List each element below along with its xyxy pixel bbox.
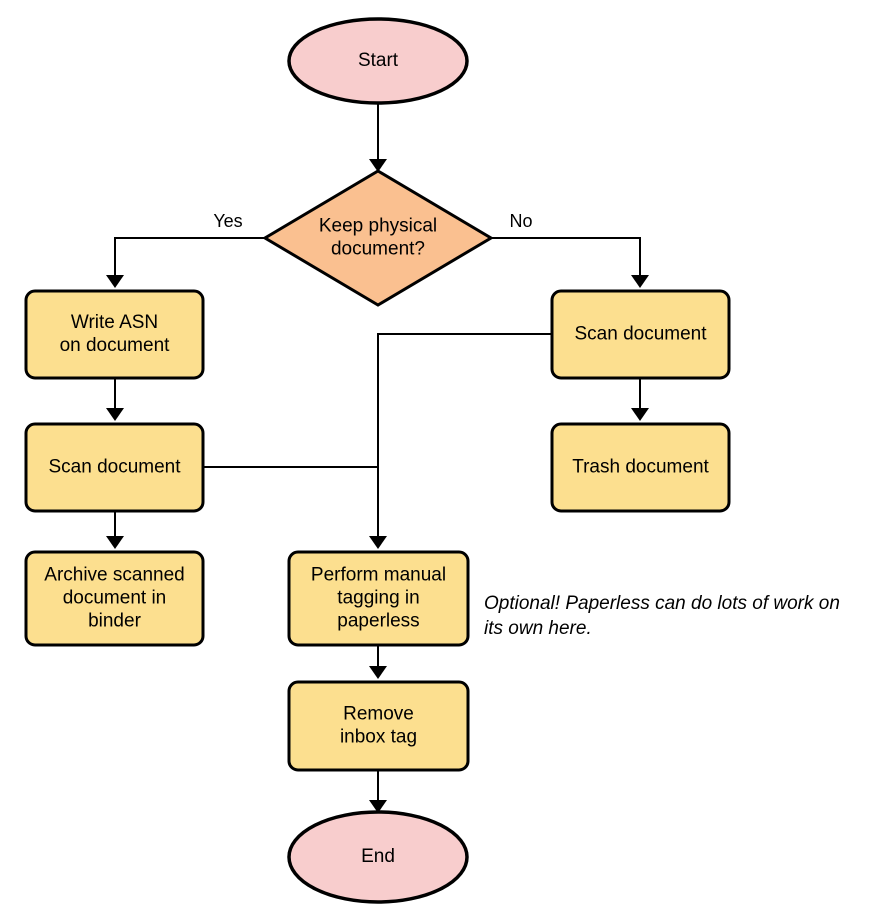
edge-remove-inbox-to-end <box>369 770 387 813</box>
decision-shape <box>262 169 494 307</box>
process-shape <box>24 289 205 380</box>
process-shape <box>550 289 731 380</box>
edge-line <box>114 237 265 283</box>
node-end[interactable]: End <box>287 810 469 904</box>
edge-scan-right-to-manual-tagging <box>369 333 552 549</box>
node-scan-right[interactable]: Scan document <box>550 289 731 380</box>
node-start[interactable]: Start <box>287 17 469 105</box>
arrowhead-icon <box>369 536 387 549</box>
node-label: Keep physical <box>319 216 437 237</box>
arrowhead-icon <box>631 275 649 288</box>
arrowhead-icon <box>369 666 387 679</box>
edge-decision-yes-to-write-asn: Yes <box>106 211 265 288</box>
process-shape <box>287 550 470 647</box>
terminator-shape <box>287 17 469 105</box>
annotation-optional-note: Optional! Paperless can do lots of work … <box>484 593 840 639</box>
annotations-layer: Optional! Paperless can do lots of work … <box>484 593 840 639</box>
node-label: tagging in <box>337 588 419 609</box>
edges-layer: Yes No <box>106 103 649 813</box>
process-shape <box>24 422 205 513</box>
arrowhead-icon <box>369 159 387 172</box>
node-label: Perform manual <box>311 565 446 586</box>
arrowhead-icon <box>631 408 649 421</box>
node-label: document? <box>331 239 425 260</box>
process-shape <box>550 422 731 513</box>
arrowhead-icon <box>106 275 124 288</box>
node-label: Scan document <box>48 457 181 478</box>
node-label: Archive scanned <box>44 565 184 586</box>
process-shape <box>24 550 205 647</box>
edge-decision-no-to-scan-right: No <box>491 211 649 288</box>
node-label: on document <box>60 335 171 356</box>
edge-start-to-decision <box>369 103 387 172</box>
terminator-shape <box>287 810 469 904</box>
annotation-line: Optional! Paperless can do lots of work … <box>484 593 840 614</box>
annotation-line: its own here. <box>484 618 592 639</box>
edge-line <box>377 333 552 544</box>
node-label: document in <box>63 588 167 609</box>
arrowhead-icon <box>369 800 387 813</box>
arrowhead-icon <box>106 408 124 421</box>
node-label: Start <box>358 50 399 71</box>
node-label: End <box>361 846 395 867</box>
edge-line <box>491 237 641 283</box>
node-label: inbox tag <box>340 727 417 748</box>
node-label: Scan document <box>574 324 707 345</box>
node-label: binder <box>88 611 141 632</box>
node-label: Trash document <box>572 457 709 478</box>
edge-write-asn-to-scan-left <box>106 378 124 421</box>
edge-scan-right-to-trash <box>631 378 649 421</box>
process-shape <box>287 680 470 772</box>
node-label: Write ASN <box>71 312 158 333</box>
arrowhead-icon <box>106 536 124 549</box>
edge-label-yes: Yes <box>213 211 242 231</box>
node-trash-document[interactable]: Trash document <box>550 422 731 513</box>
edge-scan-left-to-archive <box>106 511 124 549</box>
node-label: paperless <box>337 611 419 632</box>
edge-manual-tagging-to-remove-inbox <box>369 645 387 679</box>
node-label: Remove <box>343 704 414 725</box>
node-scan-left[interactable]: Scan document <box>24 422 205 513</box>
edge-label-no: No <box>509 211 532 231</box>
